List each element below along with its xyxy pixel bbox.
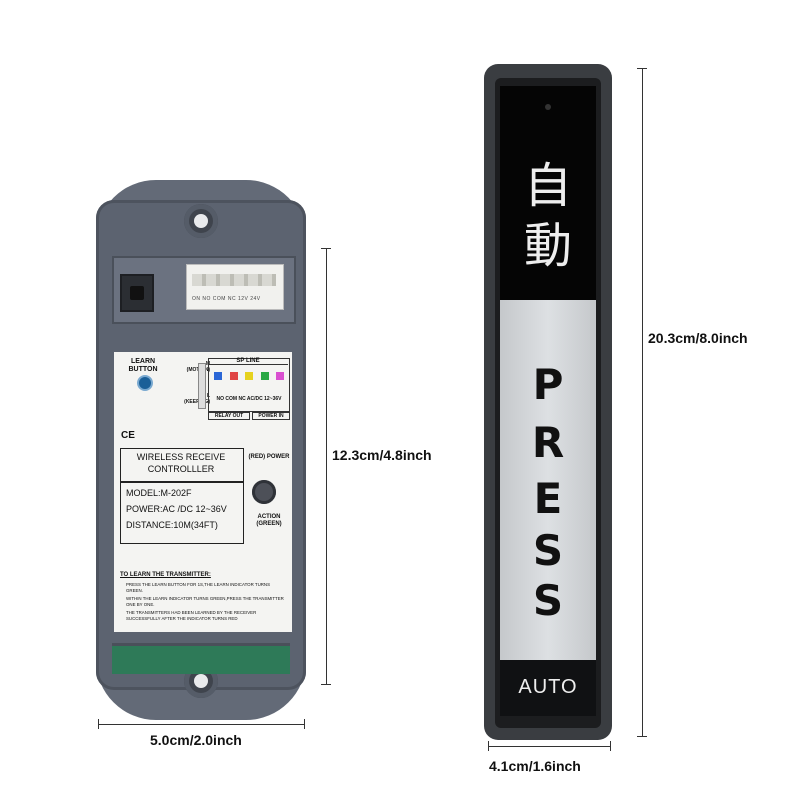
instruction-item: PRESS THE LEARN BUTTON FOR 1S,THE LEARN … [126, 582, 271, 593]
sp-line-box [208, 358, 290, 412]
top-screw-hole-icon [184, 204, 218, 238]
spec-box [120, 482, 244, 544]
plate-height-line [642, 68, 643, 736]
product-title-line-2: CONTROLLLER [147, 464, 215, 474]
dimension-tick [98, 719, 99, 729]
push-plate-bottom-panel [500, 660, 596, 716]
dimension-tick [610, 741, 611, 751]
mode-jumper[interactable] [198, 363, 206, 409]
plate-width-line [488, 746, 610, 747]
learn-button[interactable] [139, 377, 151, 389]
dimension-tick [304, 719, 305, 729]
receiver-width-text: 5.0cm/2.0inch [150, 732, 242, 748]
action-indicator-label: ACTION (GREEN) [256, 514, 282, 527]
green-wire-icon [260, 372, 269, 380]
sensor-dot-icon [545, 104, 551, 110]
wire-color-markers [214, 372, 284, 382]
instruction-item: WITHIN THE LEARN INDICATOR TURNS GREEN,P… [126, 596, 284, 607]
dimension-tick [321, 248, 331, 249]
terminal-block-labels: ON NO COM NC 12V 24V [192, 296, 261, 302]
plate-height-text: 20.3cm/8.0inch [648, 330, 748, 346]
dimension-tick [637, 68, 647, 69]
dimension-tick [637, 736, 647, 737]
red-wire-icon [229, 372, 238, 380]
auto-label: AUTO [518, 676, 578, 698]
dimension-tick [321, 684, 331, 685]
dimension-tick [488, 741, 489, 751]
receiver-width-line [98, 724, 304, 725]
terminal-pins [192, 274, 276, 286]
power-indicator-label: (RED) POWER [248, 454, 290, 460]
learn-push-switch[interactable] [120, 274, 154, 312]
ce-mark: CE [121, 430, 135, 441]
product-title-line-1: WIRELESS RECEIVE [136, 452, 226, 462]
press-letter: E [533, 474, 563, 523]
spec-distance: DISTANCE:10M(34FT) [126, 520, 218, 530]
press-button-panel[interactable] [500, 300, 596, 660]
blue-wire-icon [214, 372, 222, 380]
power-in-label: POWER IN [252, 412, 290, 420]
press-letter: R [531, 418, 565, 467]
mode-motion-label: M (MOTION) [187, 361, 210, 373]
pink-wire-icon [276, 372, 284, 380]
press-letter: S [532, 576, 564, 625]
mode-keeping-label: L (KEEPING) [184, 393, 210, 405]
receiver-height-text: 12.3cm/4.8inch [332, 447, 432, 463]
receiver-height-line [326, 248, 327, 684]
sp-line-title: SP LINE [208, 358, 288, 365]
wire-terminal-labels: NO COM NC AC/DC 12~36V [216, 396, 282, 402]
product-title-box [120, 448, 244, 482]
status-indicator-led-icon [252, 480, 276, 504]
instructions-title: TO LEARN THE TRANSMITTER: [120, 572, 211, 578]
instruction-item: THE TRANSMITTERS HAD BEEN LEARNED BY THE… [126, 610, 257, 621]
kanji-character: 自 [523, 158, 572, 214]
circuit-board-edge [112, 643, 290, 674]
yellow-wire-icon [245, 372, 253, 380]
press-letter: P [532, 360, 564, 409]
spec-power: POWER:AC /DC 12~36V [126, 504, 227, 514]
terminal-block [186, 264, 284, 310]
press-letter: S [532, 526, 564, 575]
learn-button-label: LEARN BUTTON [128, 358, 158, 373]
plate-width-text: 4.1cm/1.6inch [489, 758, 581, 774]
relay-out-label: RELAY OUT [208, 412, 250, 420]
spec-model: MODEL:M-202F [126, 488, 192, 498]
push-plate-top-panel [500, 86, 596, 300]
kanji-character: 動 [523, 218, 572, 274]
